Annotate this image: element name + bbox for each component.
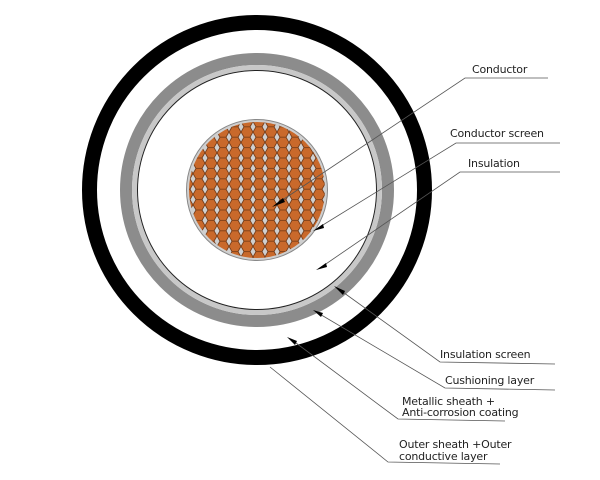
- leader-lines: [269, 77, 560, 465]
- label-cushioning-layer: Cushioning layer: [445, 374, 535, 387]
- label-insulation-screen: Insulation screen: [440, 348, 531, 361]
- label-insulation: Insulation: [468, 157, 520, 170]
- label-outer-sheath-1: Outer sheath +Outer: [399, 438, 512, 451]
- label-conductor: Conductor: [472, 63, 528, 76]
- outer-sheath: [82, 15, 432, 365]
- leader-arrows: [272, 198, 345, 345]
- insulation-screen: [137, 70, 377, 310]
- label-outer-sheath-2: conductive layer: [399, 450, 488, 463]
- conductor-strands: [189, 122, 325, 258]
- label-metallic-sheath-2: Anti-corrosion coating: [402, 406, 519, 419]
- label-conductor-screen: Conductor screen: [450, 127, 544, 140]
- label-metallic-sheath-1: Metallic sheath +: [402, 395, 495, 408]
- metallic-sheath: [120, 53, 394, 327]
